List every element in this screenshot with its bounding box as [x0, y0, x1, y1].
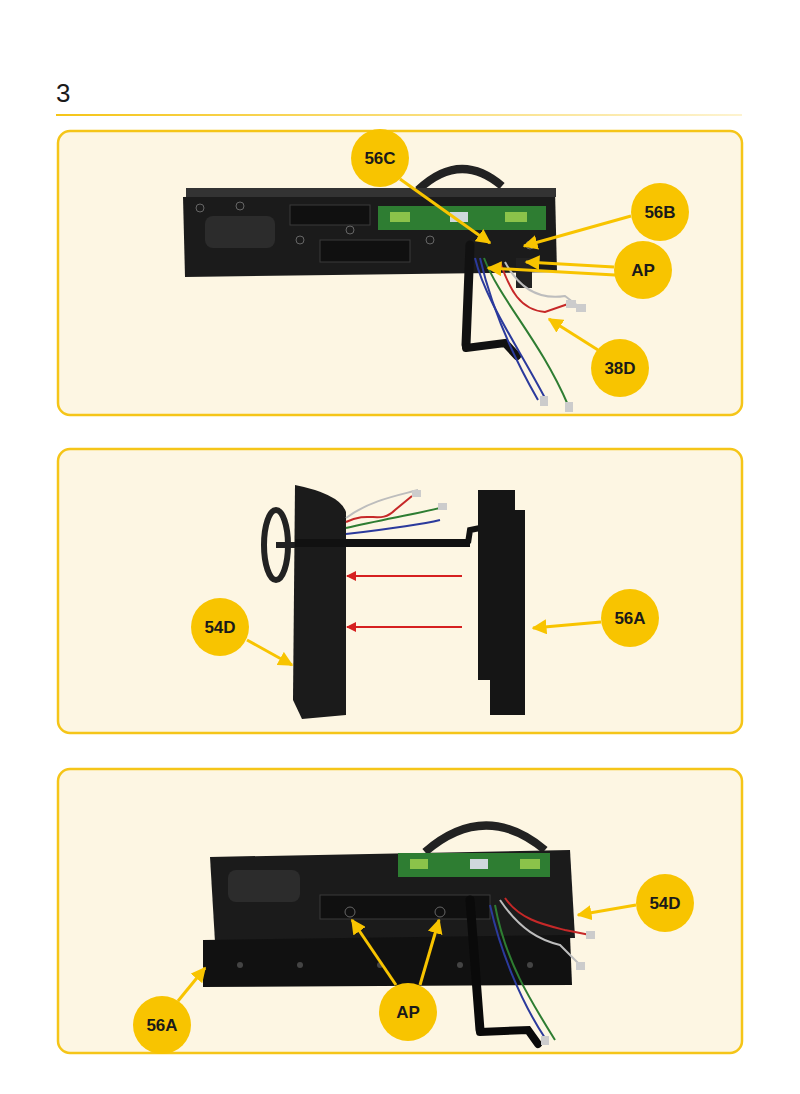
side-assembly-part [438, 503, 447, 510]
leader-line [247, 622, 601, 665]
leader-line-part [524, 216, 631, 246]
leader-line-part [488, 268, 615, 275]
direction-arrow-part [347, 626, 462, 628]
callout-number: 56A [146, 1017, 177, 1034]
dashboard-assembled-part [398, 853, 550, 877]
dashboard-rear-part [186, 188, 556, 197]
dashboard-assembled [203, 825, 595, 1045]
step-panel [58, 449, 742, 733]
callout-number: AP [396, 1004, 420, 1021]
callout-number: 56C [364, 150, 395, 167]
dashboard-rear-part [418, 169, 502, 190]
leader-line-part [420, 920, 439, 985]
dashboard-assembled-part [410, 859, 428, 869]
dashboard-rear-part [566, 300, 576, 308]
dashboard-assembled-part [203, 935, 572, 987]
leader-line-part [247, 640, 292, 665]
dashboard-assembled-part [480, 1030, 538, 1044]
dashboard-assembled-part [457, 962, 463, 968]
dashboard-assembled-part [470, 900, 480, 1030]
side-assembly-part [346, 520, 440, 534]
callout-number: AP [631, 262, 655, 279]
dashboard-assembled-part [490, 905, 545, 1038]
dashboard-rear [183, 169, 586, 412]
dashboard-rear-part [505, 212, 527, 222]
leader-line-part [352, 920, 396, 985]
callout-circle: 54D [191, 598, 249, 656]
callout-number: 56B [644, 204, 675, 221]
dashboard-assembled-part [297, 962, 303, 968]
dashboard-rear-part [480, 258, 538, 400]
dashboard-rear-part [426, 236, 434, 244]
side-assembly-part [293, 485, 346, 719]
dashboard-rear-part [390, 212, 410, 222]
side-assembly-part [412, 490, 421, 497]
callout-circle: AP [614, 241, 672, 299]
dashboard-assembled-part [320, 895, 490, 919]
dashboard-rear-part [576, 304, 586, 312]
dashboard-assembled-part [210, 850, 575, 942]
callout-circle: AP [379, 983, 437, 1041]
callout-number: 38D [604, 360, 635, 377]
header-rule [56, 114, 742, 116]
callout-circle: 56A [601, 589, 659, 647]
dashboard-assembled-part [576, 962, 585, 970]
dashboard-rear-part [565, 402, 573, 412]
direction-arrow [347, 576, 462, 627]
direction-arrow-part [347, 575, 462, 577]
side-assembly-part [295, 539, 470, 547]
callout-number: 54D [649, 895, 680, 912]
side-assembly-part [478, 490, 525, 715]
dashboard-rear-part [346, 226, 354, 234]
dashboard-rear-part [320, 240, 410, 262]
leader-line-part [178, 968, 205, 1001]
leader-line-part [578, 905, 636, 915]
dashboard-rear-part [205, 216, 275, 248]
dashboard-rear-part [196, 204, 204, 212]
dashboard-assembled-part [527, 962, 533, 968]
leader-line-part [533, 622, 601, 628]
dashboard-assembled-part [425, 825, 545, 852]
callout-circle: 38D [591, 339, 649, 397]
callout-circle: 56B [631, 183, 689, 241]
side-assembly-part [346, 508, 440, 528]
callout-number: 54D [204, 619, 235, 636]
dashboard-rear-part [466, 245, 470, 345]
side-assembly [264, 485, 525, 719]
dashboard-rear-part [236, 202, 244, 210]
callout-circle: 56C [351, 129, 409, 187]
leader-line-part [549, 319, 598, 350]
dashboard-assembled-part [520, 859, 540, 869]
callout-circle: 56A [133, 996, 191, 1054]
dashboard-assembled-part [586, 931, 595, 939]
dashboard-assembled-part [500, 900, 580, 965]
dashboard-assembled-part [237, 962, 243, 968]
dashboard-assembled-part [228, 870, 300, 902]
dashboard-rear-part [290, 205, 370, 225]
leader-line-part [526, 262, 614, 267]
dashboard-assembled-part [470, 859, 488, 869]
dashboard-assembled-part [345, 907, 355, 917]
dashboard-assembled-part [505, 898, 590, 935]
callout-circle: 54D [636, 874, 694, 932]
dashboard-rear-part [484, 258, 568, 405]
dashboard-rear-part [378, 206, 546, 230]
step-number: 3 [56, 80, 70, 106]
dashboard-rear-part [296, 236, 304, 244]
side-assembly-part [346, 490, 418, 518]
side-assembly-part [276, 542, 295, 548]
step-panel [58, 769, 742, 1053]
leader-line [400, 179, 631, 350]
leader-line-part [400, 179, 490, 243]
dashboard-rear-part [540, 396, 548, 406]
dashboard-assembled-part [541, 1036, 549, 1045]
dashboard-assembled-part [435, 907, 445, 917]
callout-number: 56A [614, 610, 645, 627]
